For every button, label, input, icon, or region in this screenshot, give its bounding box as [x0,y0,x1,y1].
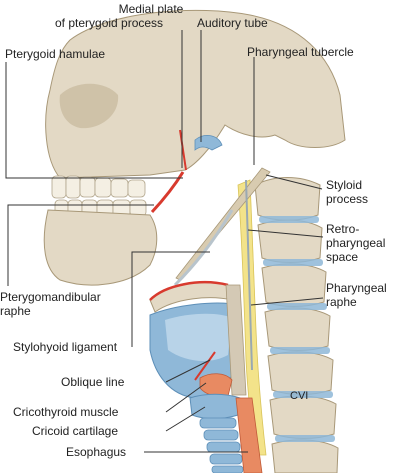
intervertebral-discs [259,216,335,442]
stylohyoid-ligament [173,209,234,287]
oblique-line-shape [194,351,216,381]
label-pharyngeal-raphe: Pharyngeal raphe [326,281,387,309]
label-styloid-line2: process [326,192,369,206]
label-retro-line2: pharyngeal [326,236,386,250]
skull-bone [45,9,346,179]
label-cvi: CVI [290,390,309,402]
label-medial-plate: Medial plate [106,2,196,16]
trachea [199,417,244,473]
leader-pharyngeal-raphe [250,297,324,306]
label-pharyngeal-raphe-line1: Pharyngeal [326,281,387,295]
label-cricoid-cartilage: Cricoid cartilage [32,424,119,438]
medial-plate [179,129,187,171]
label-medial-plate-line2: of pterygoid process [55,16,164,30]
leader-cricothyroid [165,382,207,413]
leader-pterygoid-hamulae [5,62,183,179]
label-oblique-line: Oblique line [61,375,125,389]
label-esophagus: Esophagus [66,445,127,459]
label-pterygomandibular: Pterygomandibular raphe [0,290,101,318]
label-pterygoid-hamulae: Pterygoid hamulae [5,47,106,61]
label-cricothyroid-muscle: Cricothyroid muscle [13,405,119,419]
label-pterygomandibular-line1: Pterygomandibular [0,290,101,304]
leader-lines [5,30,324,453]
label-stylohyoid-ligament: Stylohyoid ligament [13,340,118,354]
label-medial-plate-line1: Medial plate [118,2,184,16]
label-pterygomandibular-line2: raphe [0,304,31,318]
label-pharyngeal-raphe-line2: raphe [326,295,357,309]
leader-stylohyoid [131,251,210,347]
pterygomandibular-raphe [150,171,185,214]
larynx-membrane [165,313,232,362]
leader-pterygomandibular [7,204,154,286]
leader-retro [247,229,324,238]
leader-styloid [265,174,323,190]
label-styloid-line1: Styloid [326,178,363,192]
orbit-shadow [59,83,119,129]
pharyngeal-raphe-line [245,179,253,371]
pharyngeal-wall [225,284,247,396]
label-retropharyngeal: Retro- pharyngeal space [326,222,385,264]
mandible-bone [43,209,158,286]
label-pharyngeal-tubercle: Pharyngeal tubercle [247,45,354,59]
esophagus-shape [235,397,263,473]
label-auditory-tube: Auditory tube [197,16,268,30]
label-retro-line3: space [326,250,359,264]
auditory-tube-shape [194,135,223,151]
label-styloid: Styloid process [326,178,368,206]
cricoid-cartilage-shape [189,393,241,420]
leader-oblique [165,359,211,383]
upper-teeth [51,175,146,199]
label-retro-line1: Retro- [326,222,360,236]
hyoid-red-edge [149,281,229,301]
leader-cricoid [165,406,206,432]
retropharyngeal-space [237,179,267,456]
label-medial-plate-2: of pterygoid process [55,16,163,30]
